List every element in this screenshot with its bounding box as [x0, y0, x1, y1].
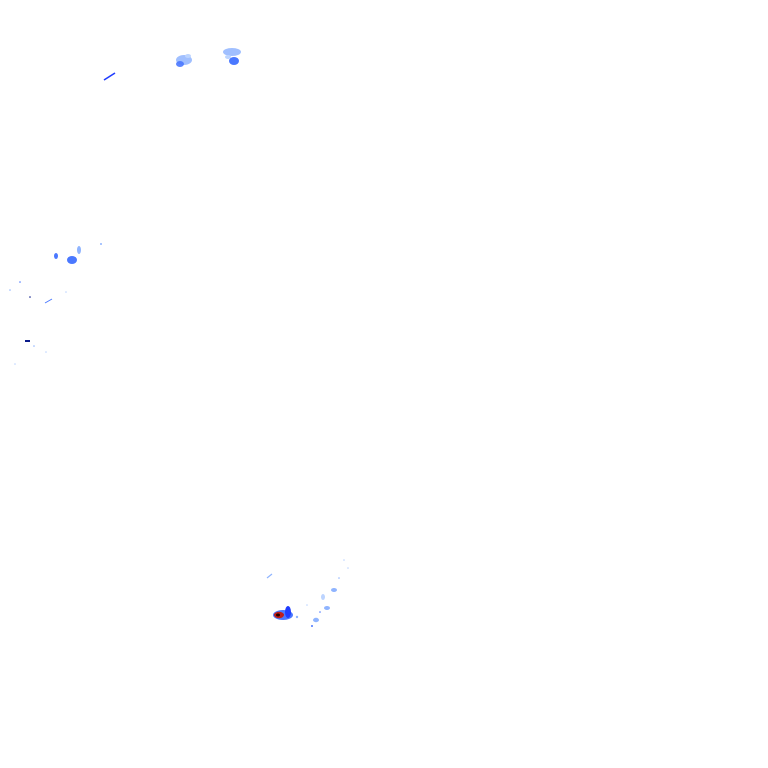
echo-speck [338, 577, 340, 579]
echo-speck [44, 298, 53, 304]
echo-speck [45, 351, 47, 353]
echo-blob [225, 55, 231, 59]
echo-blob [54, 253, 58, 259]
echo-speck [319, 611, 321, 613]
echo-blob [321, 594, 325, 600]
echo-blob [176, 61, 184, 67]
echo-west-cell [54, 243, 102, 264]
echo-speck [100, 243, 102, 245]
echo-north-cell-a [176, 54, 192, 67]
echo-speck [306, 604, 308, 606]
echo-speck [19, 281, 21, 283]
echo-speck [347, 567, 349, 569]
echo-south-storm-core [273, 606, 299, 620]
echo-speck [65, 291, 67, 293]
echo-blob [313, 617, 319, 623]
echo-speck [311, 625, 313, 627]
echo-blob [67, 256, 77, 264]
echo-speck [29, 296, 31, 298]
echo-south-showers [266, 559, 349, 627]
echo-blob [185, 54, 191, 58]
echo-speck [343, 559, 345, 561]
echo-blob [324, 606, 330, 610]
echo-blob [223, 48, 241, 56]
echo-speck [266, 573, 273, 579]
echo-north-cell-b [223, 48, 241, 65]
echo-blob [276, 613, 280, 617]
echo-speck [25, 340, 30, 342]
echo-blob [229, 57, 239, 65]
echo-speck [33, 345, 35, 347]
echo-speck [295, 615, 299, 619]
echo-streak [103, 72, 116, 81]
echo-west-scatter [9, 281, 67, 365]
echo-north-streak [103, 72, 116, 81]
echo-speck [14, 363, 16, 365]
echo-blob [77, 246, 81, 254]
echo-blob [331, 588, 337, 592]
echo-blob [285, 606, 291, 618]
echo-speck [9, 289, 11, 291]
